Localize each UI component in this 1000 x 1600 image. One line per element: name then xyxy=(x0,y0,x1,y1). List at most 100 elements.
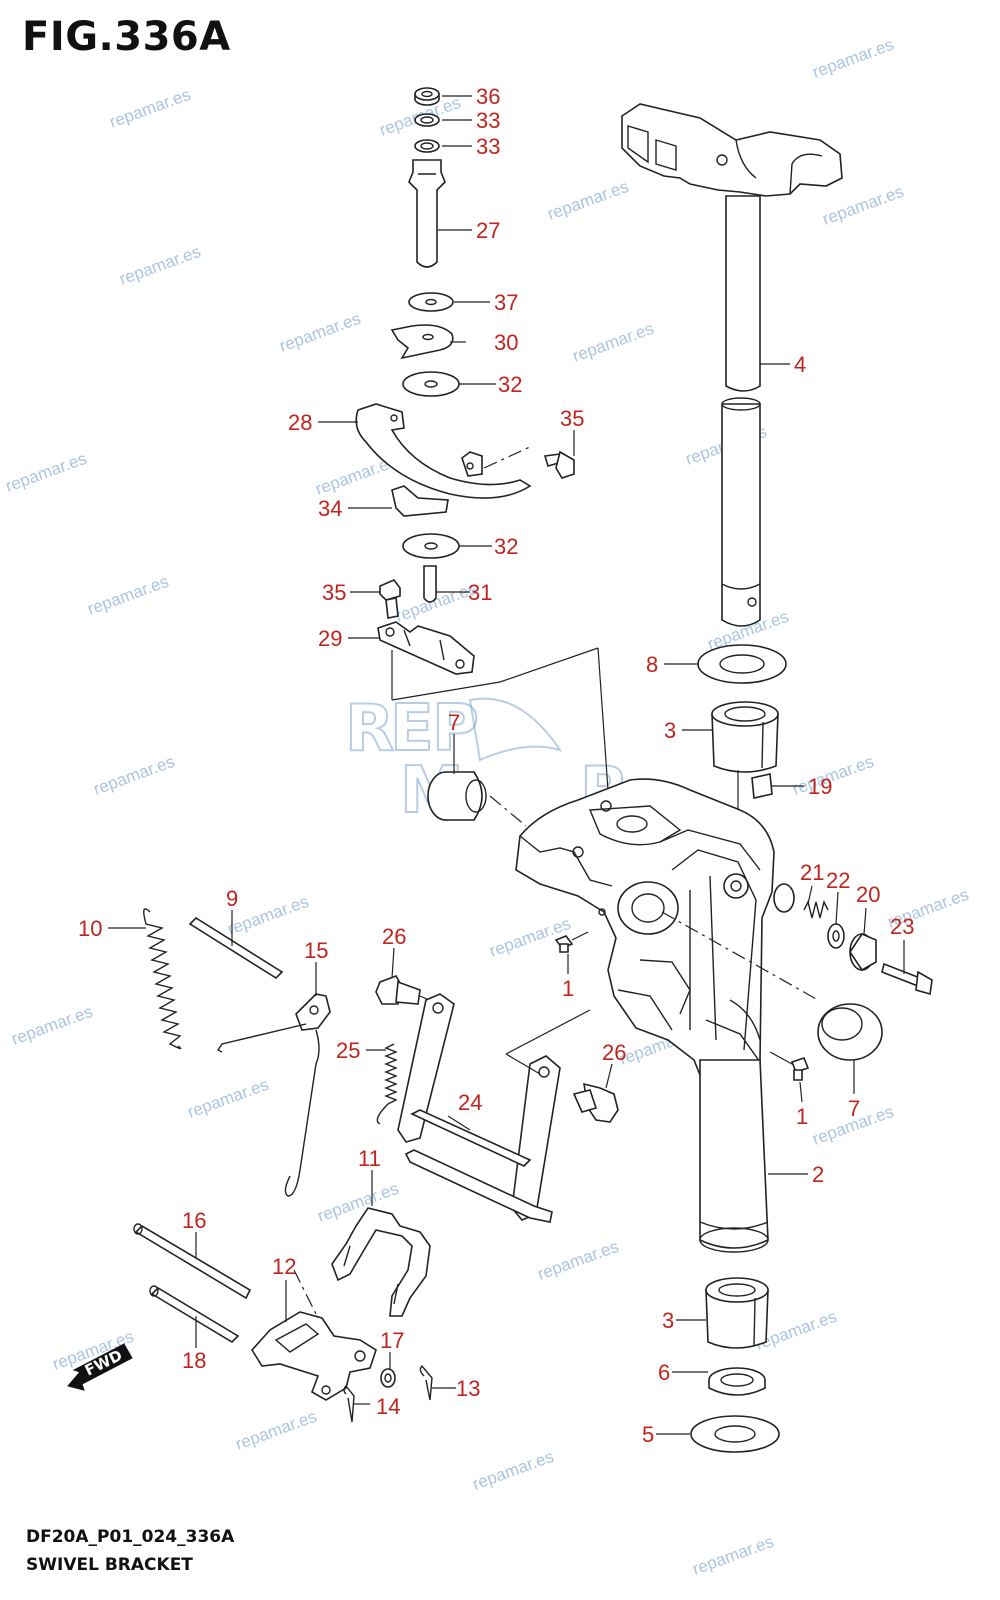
stopper-plate-30 xyxy=(390,324,454,360)
callout-18: 18 xyxy=(182,1348,206,1373)
callout-24: 24 xyxy=(458,1090,482,1115)
callout-7: 7 xyxy=(448,710,460,735)
callout-23: 23 xyxy=(890,914,914,939)
callout-21: 21 xyxy=(800,860,824,885)
callout-8: 8 xyxy=(646,652,658,677)
callout-12: 12 xyxy=(272,1254,296,1279)
callout-20: 20 xyxy=(856,882,880,907)
callout-3: 3 xyxy=(662,1308,674,1333)
logo-letter: E xyxy=(390,692,434,766)
callout-13: 13 xyxy=(456,1376,480,1401)
watermark: repamar.es xyxy=(9,1002,95,1049)
cotter-pin-14 xyxy=(343,1384,355,1423)
callout-6: 6 xyxy=(658,1360,670,1385)
callout-17: 17 xyxy=(380,1328,404,1353)
washer-33 xyxy=(414,113,440,127)
callout-37: 37 xyxy=(494,290,518,315)
callout-9: 9 xyxy=(226,886,238,911)
bushing-7 xyxy=(427,771,527,827)
swivel-bracket-housing xyxy=(515,778,775,1091)
callout-26: 26 xyxy=(382,924,406,949)
tilt-lock-arm-28 xyxy=(355,403,532,499)
callout-5: 5 xyxy=(642,1422,654,1447)
callout-36: 36 xyxy=(476,84,500,109)
logo-letter: P xyxy=(432,692,479,766)
watermark: repamar.es xyxy=(277,309,363,356)
bolt-35 xyxy=(379,579,401,619)
callout-30: 30 xyxy=(494,330,518,355)
callout-19: 19 xyxy=(808,774,832,799)
rod-9 xyxy=(188,916,284,980)
watermark: repamar.es xyxy=(233,1407,319,1454)
callout-7: 7 xyxy=(848,1096,860,1121)
watermark: repamar.es xyxy=(810,35,896,82)
diagram-code: DF20A_P01_024_336A xyxy=(26,1527,235,1547)
bolt-26 xyxy=(375,975,435,1005)
thrust-bracket-12 xyxy=(251,1269,377,1401)
callout-31: 31 xyxy=(468,580,492,605)
watermark: repamar.es xyxy=(107,85,193,132)
callout-35: 35 xyxy=(322,580,346,605)
callout-26: 26 xyxy=(602,1040,626,1065)
lever-15 xyxy=(216,993,331,1197)
callout-3: 3 xyxy=(664,718,676,743)
callout-15: 15 xyxy=(304,938,328,963)
callout-1: 1 xyxy=(796,1104,808,1129)
washer-6 xyxy=(708,1367,766,1396)
callout-25: 25 xyxy=(336,1038,360,1063)
spring-21 xyxy=(803,899,829,919)
pin-31 xyxy=(423,565,437,603)
washer-22 xyxy=(827,923,845,949)
watermark: repamar.es xyxy=(790,752,876,799)
grease-nipple-1 xyxy=(554,931,589,953)
watermark: repamar.es xyxy=(535,1237,621,1284)
watermark: repamar.es xyxy=(91,752,177,799)
callout-2: 2 xyxy=(812,1162,824,1187)
shaft-16 xyxy=(134,1224,252,1300)
callout-32: 32 xyxy=(498,372,522,397)
washer-33 xyxy=(414,139,440,153)
washer-32 xyxy=(402,533,460,559)
assembly-line xyxy=(499,647,599,683)
watermark: repamar.es xyxy=(117,242,203,289)
washer-17 xyxy=(380,1368,396,1388)
bolt-26 xyxy=(572,1082,619,1123)
logo-letter: R xyxy=(345,692,394,766)
figure-title: FIG.336A xyxy=(22,14,231,60)
clamp-bracket-11 xyxy=(331,1207,431,1317)
callout-1: 1 xyxy=(562,976,574,1001)
watermark: repamar.es xyxy=(85,572,171,619)
pad-19 xyxy=(751,773,773,799)
washer-5 xyxy=(690,1415,780,1453)
diagram-subtitle: SWIVEL BRACKET xyxy=(26,1555,193,1575)
cotter-pin-13 xyxy=(419,1364,433,1401)
callout-22: 22 xyxy=(826,868,850,893)
assembly-line xyxy=(597,647,609,791)
callout-34: 34 xyxy=(318,496,342,521)
watermark: repamar.es xyxy=(570,319,656,366)
callout-14: 14 xyxy=(376,1394,400,1419)
grease-nipple-1 xyxy=(769,1051,810,1081)
washer-32 xyxy=(402,371,460,397)
watermark: repamar.es xyxy=(487,914,573,961)
watermark: repamar.es xyxy=(470,1447,556,1494)
callout-33: 33 xyxy=(476,108,500,133)
bushing-3 xyxy=(705,1277,769,1349)
callout-29: 29 xyxy=(318,626,342,651)
callout-28: 28 xyxy=(288,410,312,435)
callout-35: 35 xyxy=(560,406,584,431)
bolt-23 xyxy=(881,962,933,996)
watermark: repamar.es xyxy=(545,177,631,224)
watermark: repamar.es xyxy=(185,1075,271,1122)
bushing-7 xyxy=(817,1003,883,1061)
callout-33: 33 xyxy=(476,134,500,159)
watermark: repamar.es xyxy=(690,1532,776,1579)
plate-34 xyxy=(391,485,449,517)
stopper-bracket-29 xyxy=(377,621,475,675)
bushing-20 xyxy=(849,933,877,972)
spring-25 xyxy=(376,1043,398,1125)
callout-32: 32 xyxy=(494,534,518,559)
bushing-end xyxy=(773,883,795,913)
callout-labels: 36 33 33 27 37 30 32 28 35 34 32 35 31 2… xyxy=(78,84,914,1447)
